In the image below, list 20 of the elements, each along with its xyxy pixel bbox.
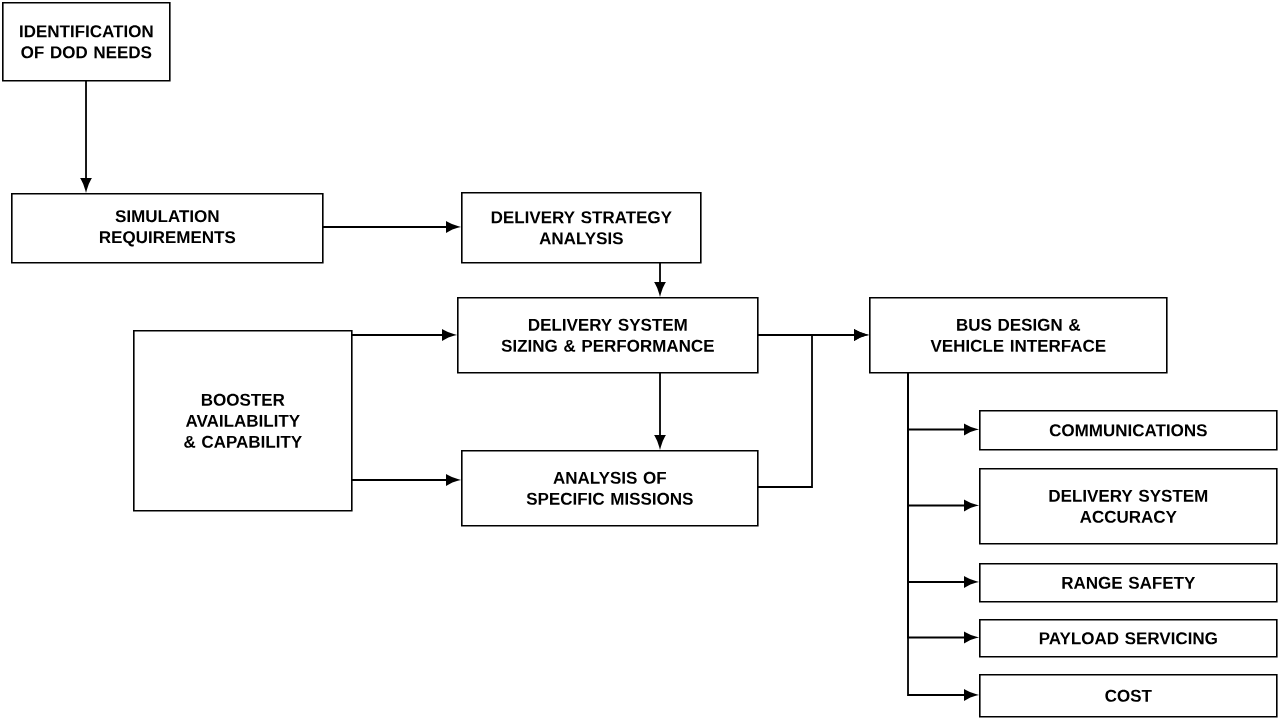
process-box: IDENTIFICATION OF DOD NEEDS	[2, 2, 171, 82]
arrow	[350, 329, 455, 341]
process-box: BUS DESIGN & VEHICLE INTERFACE	[869, 297, 1168, 374]
process-box: ANALYSIS OF SPECIFIC MISSIONS	[461, 450, 759, 527]
arrow	[654, 261, 666, 295]
process-box: BOOSTER AVAILABILITY & CAPABILITY	[133, 330, 353, 512]
arrow	[80, 79, 92, 191]
arrow	[654, 371, 666, 448]
process-box: COST	[979, 674, 1278, 718]
process-box: SIMULATION REQUIREMENTS	[11, 193, 324, 264]
arrow	[350, 474, 459, 486]
process-box: PAYLOAD SERVICING	[979, 619, 1278, 658]
process-box: DELIVERY SYSTEM SIZING & PERFORMANCE	[457, 297, 759, 374]
process-box: DELIVERY SYSTEM ACCURACY	[979, 468, 1278, 545]
process-box: DELIVERY STRATEGY ANALYSIS	[461, 192, 702, 264]
arrow	[756, 329, 867, 488]
process-box: RANGE SAFETY	[979, 563, 1278, 603]
arrow	[907, 371, 977, 701]
process-box: COMMUNICATIONS	[979, 410, 1278, 451]
arrow	[321, 221, 459, 233]
